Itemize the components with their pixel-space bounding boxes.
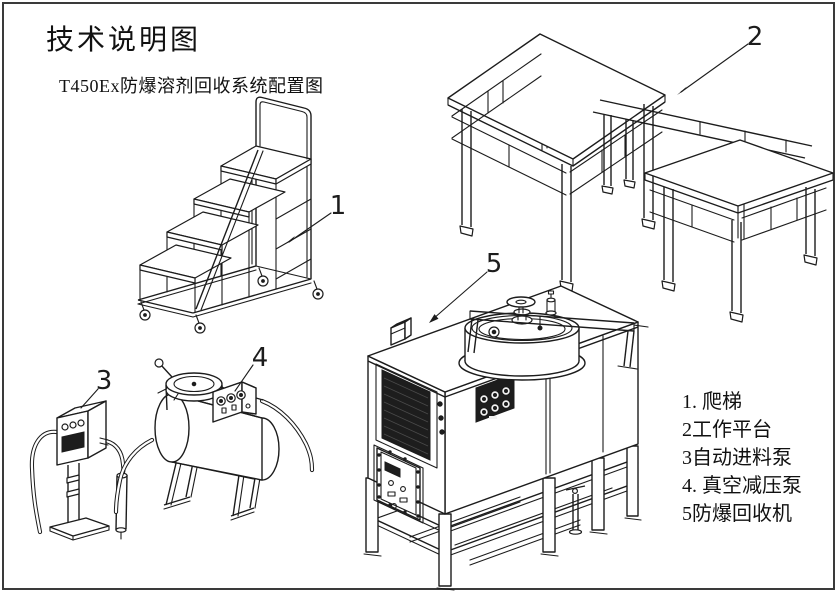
ladder-treads bbox=[140, 146, 311, 283]
ladder-handrail bbox=[256, 97, 311, 159]
callout-label-4: 4 bbox=[252, 343, 269, 373]
tank-control-box bbox=[213, 382, 263, 422]
caster-wheels bbox=[140, 268, 323, 333]
left-table-legs bbox=[460, 104, 655, 291]
pump-base-plate bbox=[50, 518, 109, 540]
callout-label-2: 2 bbox=[747, 22, 764, 52]
figure-recovery-machine bbox=[364, 286, 648, 590]
tank-body bbox=[155, 394, 279, 480]
right-table-legs bbox=[662, 187, 817, 322]
figure-work-platform bbox=[448, 34, 833, 322]
tank-manway-lid bbox=[155, 359, 230, 410]
legend: 1. 爬梯 2工作平台 3自动进料泵 4. 真空减压泵 5防爆回收机 bbox=[682, 388, 802, 528]
figure-ladder bbox=[138, 97, 323, 333]
page-title: 技术说明图 bbox=[46, 25, 202, 56]
callout-3: 3 bbox=[81, 366, 112, 408]
handwheel bbox=[507, 297, 535, 313]
legend-item-2: 2工作平台 bbox=[682, 419, 772, 441]
callout-2: 2 bbox=[677, 22, 763, 95]
legend-item-1: 1. 爬梯 bbox=[682, 391, 742, 413]
pump-column bbox=[67, 463, 79, 526]
callout-1: 1 bbox=[285, 191, 346, 244]
junction-box bbox=[391, 318, 411, 345]
ex-control-box bbox=[374, 445, 423, 523]
platform-connecting-rails bbox=[593, 100, 812, 194]
callout-4: 4 bbox=[235, 343, 268, 391]
legend-item-4: 4. 真空减压泵 bbox=[682, 475, 802, 497]
vent-grille bbox=[376, 364, 444, 468]
ex-box-display bbox=[385, 462, 400, 477]
callout-5: 5 bbox=[429, 249, 502, 323]
page-subtitle: T450Ex防爆溶剂回收系统配置图 bbox=[59, 76, 324, 96]
figure-feed-pump bbox=[32, 401, 127, 540]
control-panel bbox=[476, 374, 514, 422]
drain-valve bbox=[566, 486, 585, 534]
ladder-base-frame bbox=[138, 266, 311, 317]
callout-label-1: 1 bbox=[330, 191, 347, 221]
lid-clamp-bridge bbox=[468, 291, 648, 369]
callout-label-5: 5 bbox=[486, 249, 503, 279]
legend-item-5: 5防爆回收机 bbox=[682, 503, 792, 525]
figure-vacuum-pump bbox=[116, 359, 312, 520]
pump-control-head bbox=[57, 401, 108, 465]
machine-legs bbox=[364, 446, 641, 590]
legend-item-3: 3自动进料泵 bbox=[682, 447, 792, 469]
machine-stand bbox=[364, 446, 641, 590]
callout-label-3: 3 bbox=[96, 366, 113, 396]
pump-display bbox=[62, 432, 84, 452]
lid-handle-knob bbox=[155, 359, 163, 367]
relief-valve bbox=[546, 291, 556, 315]
